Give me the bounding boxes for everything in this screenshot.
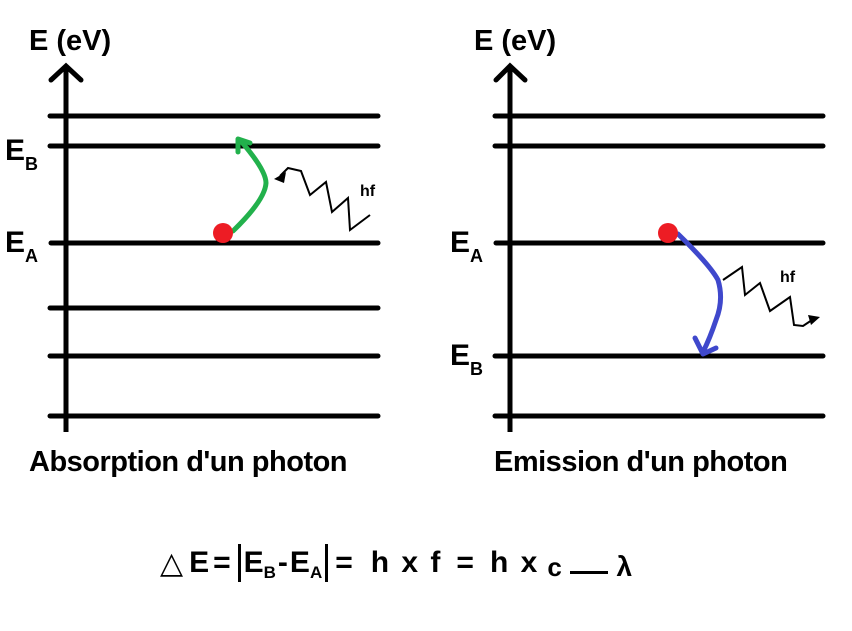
equals-sign: =: [456, 546, 474, 579]
right-EB-label: EB: [450, 339, 483, 379]
outgoing-photon-wave: [722, 265, 813, 328]
formula-hxf: h x f: [370, 546, 441, 579]
emission-caption: Emission d'un photon: [494, 446, 788, 478]
abs-bar-left: [237, 544, 241, 582]
emission-transition-arrow: [675, 231, 724, 355]
energy-formula: △ E = E B - E A = h x f = h x c λ: [160, 528, 632, 598]
right-EA-label: EA: [450, 226, 483, 266]
incoming-photon-wave: [279, 166, 371, 232]
left-EA-label: EA: [5, 226, 38, 266]
absorption-diagram: E (eV) EB EA hf: [5, 25, 381, 432]
photon-arrowhead-icon: [274, 172, 286, 183]
formula-EA-sub: A: [309, 563, 323, 582]
absorption-transition-arrow: [230, 137, 269, 234]
formula-EA: E: [289, 546, 310, 579]
formula-EB: E: [243, 546, 264, 579]
left-energy-levels: [47, 113, 381, 419]
right-axis-label: E (eV): [474, 25, 556, 57]
right-photon-label: hf: [780, 269, 796, 286]
abs-bar-right: [325, 544, 329, 582]
photon-arrowhead-icon: [808, 315, 820, 325]
fraction-numerator: c: [547, 552, 562, 582]
formula-EB-sub: B: [263, 563, 276, 582]
blue-arrowhead-icon: [692, 335, 719, 357]
left-photon-label: hf: [360, 183, 376, 200]
delta-symbol: △: [160, 546, 184, 580]
electron-dot: [658, 223, 678, 243]
electron-dot: [213, 223, 233, 243]
minus-sign: -: [277, 546, 288, 579]
equals-sign: =: [335, 546, 353, 579]
equals-sign: =: [213, 546, 231, 579]
right-energy-levels: [492, 113, 826, 419]
green-arrowhead-icon: [235, 136, 253, 155]
right-axis-arrow-icon: [493, 62, 528, 83]
fraction-denominator: λ: [616, 551, 633, 582]
fraction-bar: [570, 571, 609, 574]
formula-E: E: [189, 546, 210, 579]
formula-hx: h x: [489, 546, 538, 579]
fraction-c-over-lambda: c λ: [547, 550, 632, 584]
left-axis-label: E (eV): [29, 25, 111, 57]
left-axis-arrow-icon: [48, 62, 84, 83]
absorption-caption: Absorption d'un photon: [29, 446, 348, 478]
left-EB-label: EB: [5, 134, 38, 174]
emission-diagram: E (eV) EA EB hf: [450, 25, 826, 432]
